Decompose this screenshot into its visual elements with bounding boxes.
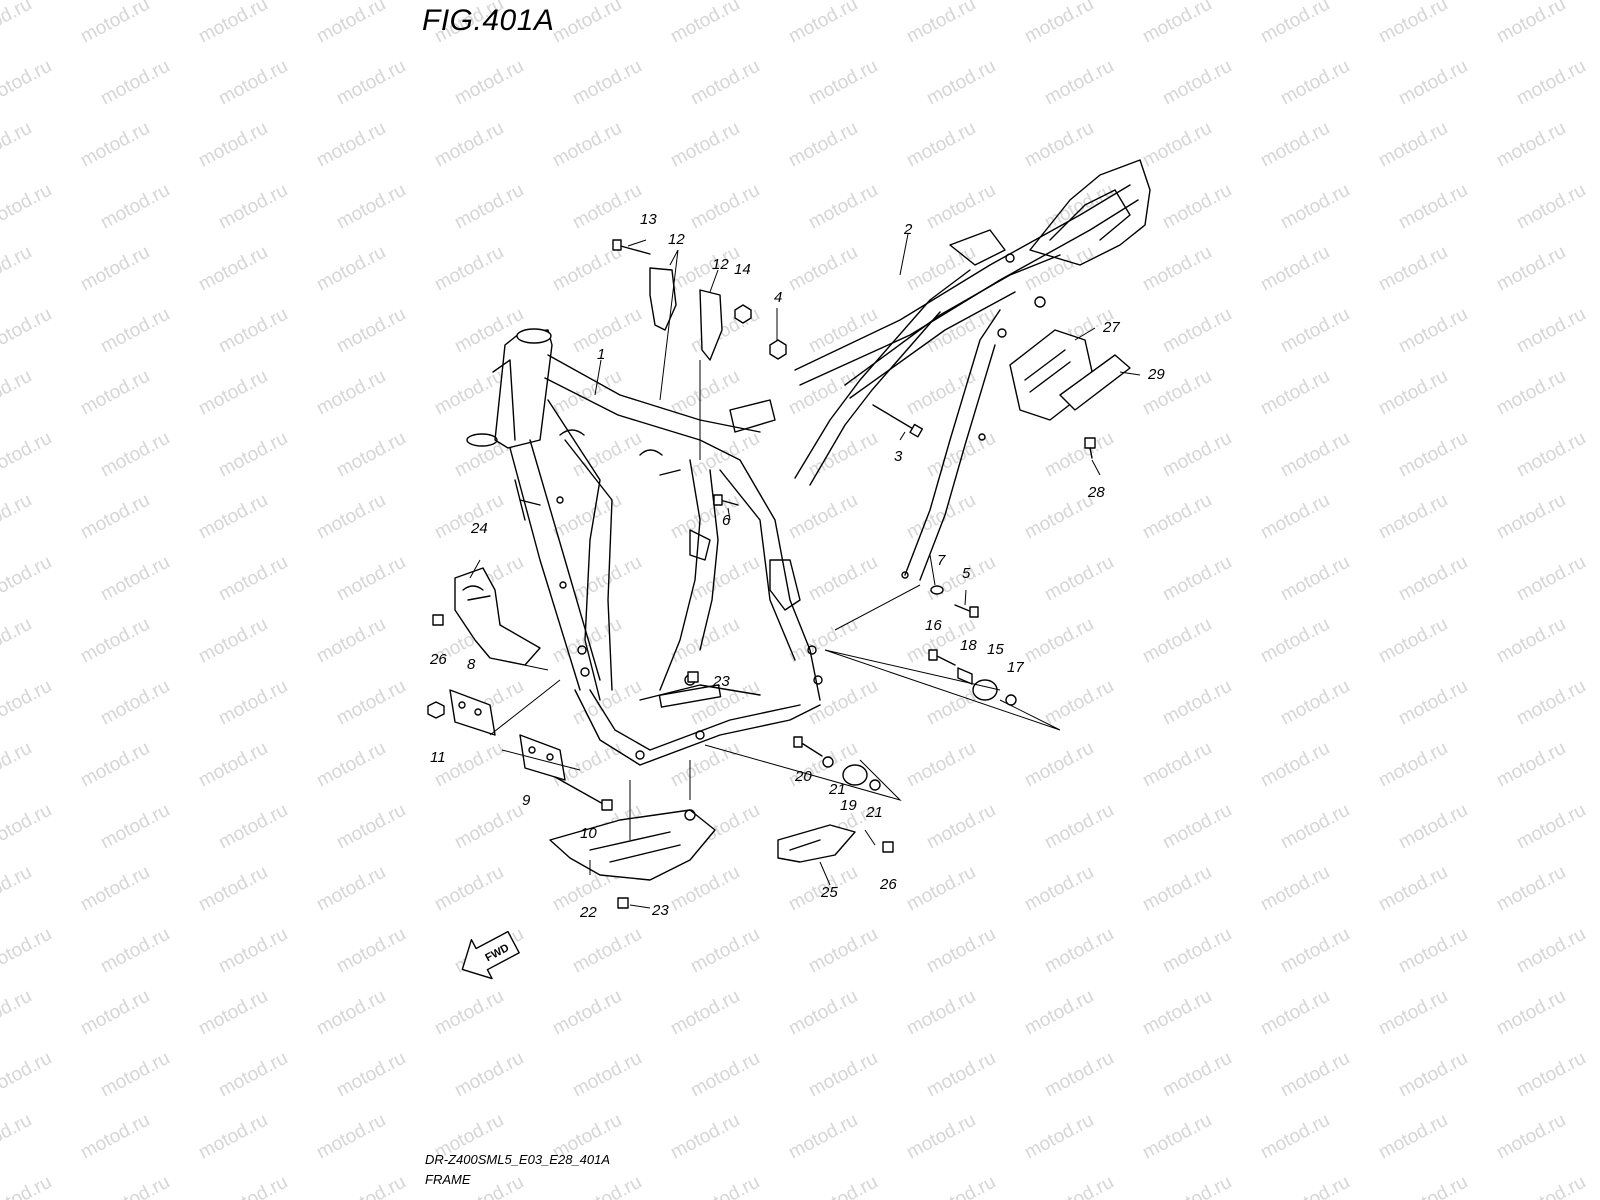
callout-26a: 26 xyxy=(430,651,447,668)
callout-28: 28 xyxy=(1088,484,1105,501)
figure-title: FIG.401A xyxy=(422,4,555,37)
callout-16: 16 xyxy=(925,617,942,634)
callout-25: 25 xyxy=(821,884,838,901)
callout-5: 5 xyxy=(962,565,971,582)
hardware xyxy=(427,239,1131,909)
callout-23a: 23 xyxy=(713,673,730,690)
callout-6: 6 xyxy=(722,512,731,529)
callout-23b: 23 xyxy=(652,902,669,919)
callout-14: 14 xyxy=(734,261,751,278)
diagram-name: FRAME xyxy=(425,1172,471,1187)
callout-13: 13 xyxy=(640,211,657,228)
callout-21b: 21 xyxy=(866,804,883,821)
callout-20: 20 xyxy=(795,768,812,785)
callout-21a: 21 xyxy=(829,781,846,798)
callout-2: 2 xyxy=(904,221,913,238)
diagram-code: DR-Z400SML5_E03_E28_401A xyxy=(425,1152,611,1167)
callout-18: 18 xyxy=(960,637,977,654)
callout-7: 7 xyxy=(937,552,946,569)
callout-12b: 12 xyxy=(712,256,729,273)
callout-19: 19 xyxy=(840,797,857,814)
callout-15: 15 xyxy=(987,641,1004,658)
callout-12a: 12 xyxy=(668,231,685,248)
main-frame xyxy=(466,328,823,766)
fwd-arrow: FWD xyxy=(461,930,520,980)
callout-26b: 26 xyxy=(880,876,897,893)
callout-1: 1 xyxy=(597,346,606,363)
callout-22: 22 xyxy=(580,904,597,921)
leader-lines xyxy=(469,233,1141,909)
callout-24: 24 xyxy=(471,520,488,537)
callout-8: 8 xyxy=(467,656,476,673)
callout-27: 27 xyxy=(1103,319,1120,336)
callout-9: 9 xyxy=(522,792,531,809)
callout-3: 3 xyxy=(894,448,903,465)
callout-11: 11 xyxy=(430,749,446,766)
callout-4: 4 xyxy=(774,289,783,306)
callout-10: 10 xyxy=(580,825,597,842)
callout-17: 17 xyxy=(1007,659,1024,676)
rear-subframe xyxy=(794,159,1151,581)
callout-29: 29 xyxy=(1148,366,1165,383)
